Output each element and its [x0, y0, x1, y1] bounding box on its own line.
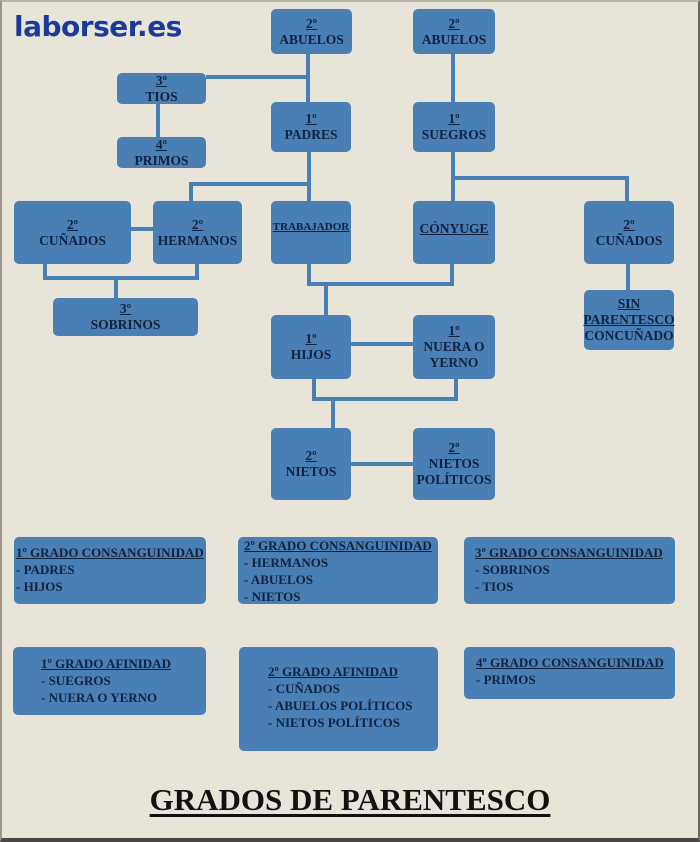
- node-nietos-politicos[interactable]: 2º NIETOS POLÍTICOS: [413, 428, 495, 500]
- node-cunados-politicos[interactable]: 2º CUÑADOS: [584, 201, 674, 264]
- legend-item: - NIETOS POLÍTICOS: [268, 715, 400, 730]
- node-label-line2: PARENTESCO: [583, 312, 675, 327]
- legend-item: - TIOS: [475, 579, 514, 594]
- node-tios[interactable]: 3º TIOS: [117, 73, 206, 104]
- node-abuelos[interactable]: 2º ABUELOS: [271, 9, 352, 54]
- degree-label: 1º: [305, 111, 317, 126]
- legend-4-consanguinidad: 4º GRADO CONSANGUINIDAD - PRIMOS: [464, 647, 675, 699]
- legend-1-afinidad: 1º GRADO AFINIDAD - SUEGROS - NUERA O YE…: [13, 647, 206, 715]
- legend-item: - SOBRINOS: [475, 562, 550, 577]
- node-label-line2: YERNO: [429, 355, 479, 370]
- legend-item: - HIJOS: [16, 579, 63, 594]
- legend-3-consanguinidad: 3º GRADO CONSANGUINIDAD - SOBRINOS - TIO…: [464, 537, 675, 604]
- node-label-line3: CONCUÑADO: [584, 328, 674, 343]
- degree-label: 2º: [448, 440, 460, 455]
- node-label-line1: NUERA O: [423, 339, 485, 354]
- line-to-nietos: [312, 378, 458, 429]
- legend-title: 1º GRADO AFINIDAD: [41, 656, 171, 671]
- node-label: CUÑADOS: [595, 232, 663, 248]
- legend-item: - SUEGROS: [41, 673, 111, 688]
- legend-item: - ABUELOS POLÍTICOS: [268, 698, 413, 713]
- page-title: GRADOS DE PARENTESCO: [0, 782, 700, 818]
- node-label: PADRES: [284, 127, 338, 142]
- degree-label: 3º: [155, 72, 168, 88]
- node-label: CÓNYUGE: [419, 221, 489, 236]
- legend-item: - NIETOS: [244, 589, 301, 604]
- node-label-line1: SIN: [617, 296, 641, 311]
- line-to-sobrinos: [43, 264, 199, 299]
- degree-label: 4º: [155, 136, 168, 152]
- legend-title: 4º GRADO CONSANGUINIDAD: [476, 655, 664, 670]
- legend-2-consanguinidad: 2º GRADO CONSANGUINIDAD - HERMANOS - ABU…: [238, 537, 438, 604]
- legend-title: 1º GRADO CONSANGUINIDAD: [16, 545, 204, 560]
- node-label: HERMANOS: [157, 232, 238, 248]
- node-primos[interactable]: 4º PRIMOS: [117, 137, 206, 168]
- degree-label: 2º: [448, 15, 460, 31]
- node-conyuge[interactable]: CÓNYUGE: [413, 201, 495, 264]
- node-label: ABUELOS: [279, 31, 344, 47]
- node-label: SOBRINOS: [90, 317, 161, 332]
- degree-label: 2º: [191, 216, 204, 232]
- node-label-line1: NIETOS: [428, 456, 480, 471]
- page-title-text: GRADOS DE PARENTESCO: [149, 782, 551, 817]
- logo[interactable]: laborser.es: [14, 10, 182, 43]
- legend-1-consanguinidad: 1º GRADO CONSANGUINIDAD - PADRES - HIJOS: [14, 537, 206, 604]
- legend-title: 2º GRADO AFINIDAD: [268, 664, 398, 679]
- node-cunados[interactable]: 2º CUÑADOS: [14, 201, 131, 264]
- node-hijos[interactable]: 1º HIJOS: [271, 315, 351, 379]
- node-nuera-yerno[interactable]: 1º NUERA O YERNO: [413, 315, 495, 379]
- degree-label: 2º: [623, 216, 635, 232]
- node-suegros[interactable]: 1º SUEGROS: [413, 102, 495, 152]
- degree-label: 2º: [305, 15, 318, 31]
- legend-title: 2º GRADO CONSANGUINIDAD: [244, 538, 432, 553]
- legend-item: - ABUELOS: [244, 572, 313, 587]
- line-padres-hermanos: [189, 182, 309, 201]
- line-suegros-cunados: [453, 176, 629, 202]
- node-label: PRIMOS: [134, 152, 189, 168]
- legend-item: - CUÑADOS: [268, 681, 340, 696]
- node-label: ABUELOS: [421, 31, 487, 47]
- node-label-line2: POLÍTICOS: [416, 472, 492, 487]
- node-label: CUÑADOS: [39, 232, 106, 248]
- node-label: SUEGROS: [421, 127, 487, 142]
- degree-label: 1º: [448, 323, 460, 338]
- legend-title: 3º GRADO CONSANGUINIDAD: [475, 545, 663, 560]
- legend-item: - HERMANOS: [244, 555, 329, 570]
- degree-label: 2º: [305, 448, 317, 463]
- node-padres[interactable]: 1º PADRES: [271, 102, 351, 152]
- legend-item: - NUERA O YERNO: [41, 690, 158, 705]
- degree-label: 1º: [305, 331, 317, 346]
- node-label: TRABAJADOR: [272, 221, 350, 233]
- degree-label: 3º: [119, 301, 132, 316]
- node-sin-parentesco[interactable]: SIN PARENTESCO CONCUÑADO: [583, 290, 675, 350]
- node-nietos[interactable]: 2º NIETOS: [271, 428, 351, 500]
- legend-2-afinidad: 2º GRADO AFINIDAD - CUÑADOS - ABUELOS PO…: [239, 647, 438, 751]
- node-sobrinos[interactable]: 3º SOBRINOS: [53, 298, 198, 336]
- node-trabajador[interactable]: TRABAJADOR: [271, 201, 351, 264]
- node-hermanos[interactable]: 2º HERMANOS: [153, 201, 242, 264]
- node-label: HIJOS: [290, 347, 332, 362]
- node-label: NIETOS: [285, 464, 337, 479]
- degree-label: 2º: [66, 216, 79, 232]
- line-to-hijos: [307, 264, 454, 316]
- node-label: TIOS: [145, 88, 178, 104]
- legend-item: - PRIMOS: [476, 672, 536, 687]
- legend-item: - PADRES: [16, 562, 75, 577]
- node-abuelos-politicos[interactable]: 2º ABUELOS: [413, 9, 495, 54]
- degree-label: 1º: [448, 111, 460, 126]
